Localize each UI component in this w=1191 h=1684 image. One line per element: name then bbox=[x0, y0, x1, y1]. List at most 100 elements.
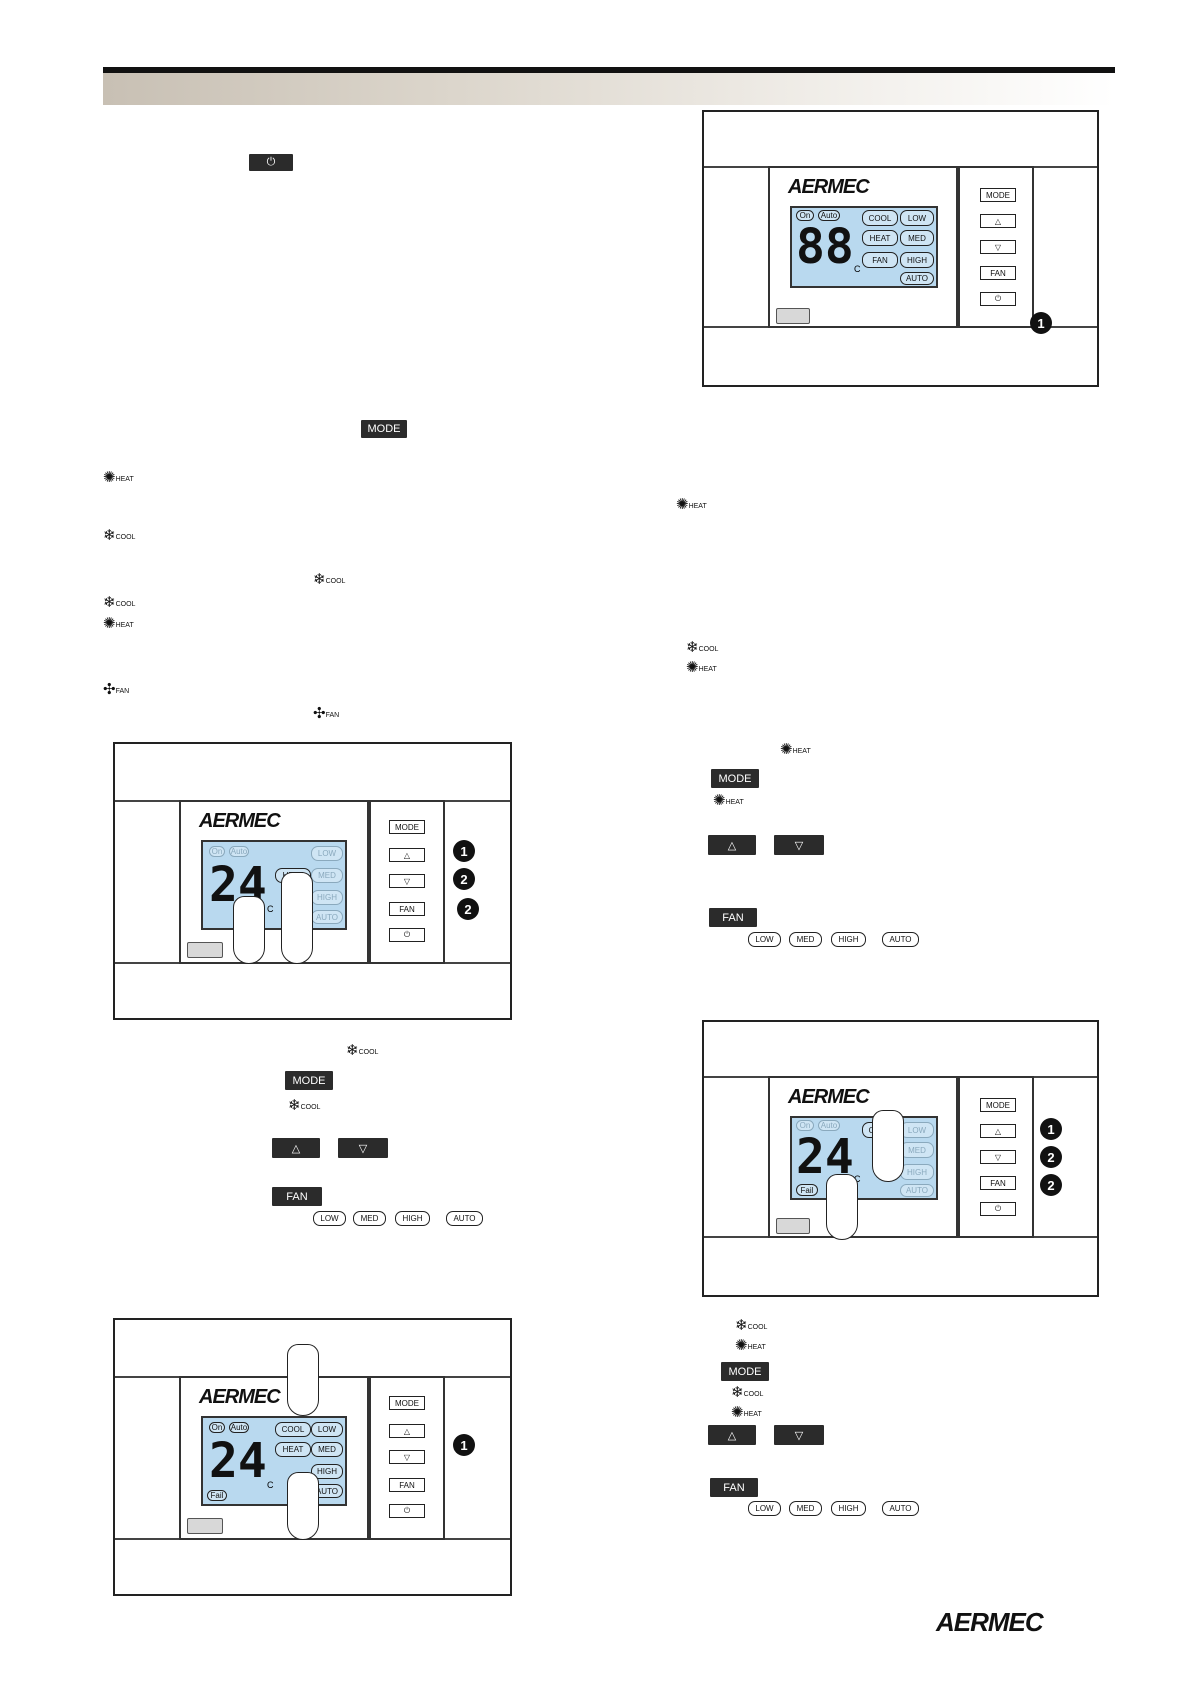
low-segment: LOW bbox=[311, 846, 343, 861]
cool-segment: COOL bbox=[275, 1422, 311, 1437]
fail-indicator: Fail bbox=[207, 1490, 227, 1501]
cool-mode-icon: ❄COOL bbox=[288, 1097, 321, 1114]
med-segment: MED bbox=[311, 868, 343, 883]
med-segment: MED bbox=[900, 230, 934, 246]
low-speed-icon: LOW bbox=[313, 1211, 346, 1226]
auto-speed-icon: AUTO bbox=[446, 1211, 483, 1226]
mode-key: MODE bbox=[980, 1098, 1016, 1112]
down-key-icon: ▽ bbox=[338, 1138, 388, 1158]
unit-label: C bbox=[267, 1480, 274, 1490]
fan-key-icon: FAN bbox=[709, 908, 757, 927]
unit-label: C bbox=[267, 904, 274, 914]
controller-illustration-power: AERMEC On Auto 88 C COOL HEAT FAN LOW ME… bbox=[702, 110, 1099, 387]
lcd-screen: On Auto 24 C Fail COOL LOW MED HIGH AUTO bbox=[790, 1116, 938, 1200]
down-key: ▽ bbox=[389, 1450, 425, 1464]
reset-button bbox=[776, 1218, 810, 1234]
brand-logo: AERMEC bbox=[788, 176, 870, 198]
heat-mode-icon: ✺HEAT bbox=[676, 496, 707, 513]
unit-label: C bbox=[854, 264, 861, 274]
auto-indicator: Auto bbox=[229, 846, 249, 857]
down-key-icon: ▽ bbox=[774, 835, 824, 855]
header-rule bbox=[103, 67, 1115, 73]
fan-key: FAN bbox=[980, 266, 1016, 280]
footer-logo: AERMEC bbox=[936, 1607, 1044, 1637]
up-key: △ bbox=[980, 214, 1016, 228]
low-segment: LOW bbox=[900, 1122, 934, 1138]
auto-segment: AUTO bbox=[311, 910, 343, 924]
heat-mode-icon: ✺HEAT bbox=[731, 1404, 762, 1421]
test-readout: 88 bbox=[796, 219, 854, 275]
cool-mode-icon: ❄COOL bbox=[313, 571, 346, 588]
temperature-readout: 24 bbox=[209, 1433, 267, 1489]
mode-key: MODE bbox=[389, 1396, 425, 1410]
mode-key: MODE bbox=[980, 188, 1016, 202]
controller-illustration-cool: AERMEC On Auto 24 C Fail COOL LOW MED HI… bbox=[702, 1020, 1099, 1297]
fan-key-icon: FAN bbox=[272, 1187, 322, 1206]
high-segment: HIGH bbox=[900, 1164, 934, 1180]
fan-key-icon: FAN bbox=[710, 1478, 758, 1497]
med-speed-icon: MED bbox=[353, 1211, 386, 1226]
reset-button bbox=[187, 942, 223, 958]
temperature-readout: 24 bbox=[796, 1129, 854, 1185]
step-badge-1: 1 bbox=[453, 1434, 475, 1456]
brand-logo: AERMEC bbox=[788, 1086, 870, 1108]
display-unit: AERMEC On Auto 24 C Fail COOL LOW MED HI… bbox=[768, 1076, 958, 1238]
pointing-hand bbox=[233, 896, 265, 964]
keypad: MODE △ ▽ FAN ⏻ bbox=[369, 800, 445, 964]
mode-key-icon: MODE bbox=[285, 1071, 333, 1090]
fail-indicator: Fail bbox=[796, 1184, 818, 1196]
up-key-icon: △ bbox=[708, 1425, 756, 1445]
down-key: ▽ bbox=[389, 874, 425, 888]
auto-segment: AUTO bbox=[900, 272, 934, 285]
up-key: △ bbox=[389, 1424, 425, 1438]
auto-segment: AUTO bbox=[900, 1184, 934, 1197]
lcd-screen: On Auto 88 C COOL HEAT FAN LOW MED HIGH … bbox=[790, 206, 938, 288]
brand-logo: AERMEC bbox=[199, 1386, 281, 1408]
fan-key: FAN bbox=[980, 1176, 1016, 1190]
brand-logo: AERMEC bbox=[199, 810, 281, 832]
cool-mode-icon: ❄COOL bbox=[103, 594, 136, 611]
auto-indicator: Auto bbox=[818, 210, 840, 221]
step-badge-2: 2 bbox=[1040, 1174, 1062, 1196]
keypad: MODE △ ▽ FAN ⏻ bbox=[369, 1376, 445, 1540]
display-unit: AERMEC On Auto 88 C COOL HEAT FAN LOW ME… bbox=[768, 166, 958, 328]
heat-mode-icon: ✺HEAT bbox=[713, 792, 744, 809]
cool-mode-icon: ❄COOL bbox=[103, 527, 136, 544]
high-segment: HIGH bbox=[311, 890, 343, 905]
power-key-icon: ⏻ bbox=[249, 154, 293, 171]
heat-mode-icon: ✺HEAT bbox=[735, 1337, 766, 1354]
keypad: MODE △ ▽ FAN ⏻ bbox=[958, 166, 1034, 328]
step-badge-2: 2 bbox=[1040, 1146, 1062, 1168]
controller-illustration-cool-heat: AERMEC On Auto 24 C Fail COOL HEAT LOW M… bbox=[113, 1318, 512, 1596]
heat-mode-icon: ✺HEAT bbox=[103, 469, 134, 486]
heat-segment: HEAT bbox=[862, 230, 898, 246]
up-key: △ bbox=[980, 1124, 1016, 1138]
auto-speed-icon: AUTO bbox=[882, 932, 919, 947]
pointing-hand bbox=[287, 1472, 319, 1540]
step-badge-2: 2 bbox=[457, 898, 479, 920]
unit-label: C bbox=[854, 1174, 861, 1184]
cool-mode-icon: ❄COOL bbox=[686, 639, 719, 656]
cool-mode-icon: ❄COOL bbox=[735, 1317, 768, 1334]
on-indicator: On bbox=[796, 1120, 814, 1131]
on-indicator: On bbox=[209, 846, 225, 857]
med-segment: MED bbox=[311, 1442, 343, 1457]
power-key: ⏻ bbox=[389, 1504, 425, 1518]
med-segment: MED bbox=[900, 1142, 934, 1158]
cool-segment: COOL bbox=[862, 210, 898, 226]
on-indicator: On bbox=[796, 210, 814, 221]
fan-mode-icon: ✣FAN bbox=[313, 705, 340, 722]
heat-mode-icon: ✺HEAT bbox=[780, 741, 811, 758]
power-key: ⏻ bbox=[389, 928, 425, 942]
header-band bbox=[103, 73, 1115, 105]
on-indicator: On bbox=[209, 1422, 225, 1433]
down-key: ▽ bbox=[980, 240, 1016, 254]
med-speed-icon: MED bbox=[789, 932, 822, 947]
high-segment: HIGH bbox=[900, 252, 934, 268]
cool-mode-icon: ❄COOL bbox=[346, 1042, 379, 1059]
med-speed-icon: MED bbox=[789, 1501, 822, 1516]
heat-mode-icon: ✺HEAT bbox=[686, 659, 717, 676]
pointing-hand bbox=[287, 1344, 319, 1416]
auto-speed-icon: AUTO bbox=[882, 1501, 919, 1516]
display-unit: AERMEC On Auto 24 C Fail COOL HEAT LOW M… bbox=[179, 1376, 369, 1540]
